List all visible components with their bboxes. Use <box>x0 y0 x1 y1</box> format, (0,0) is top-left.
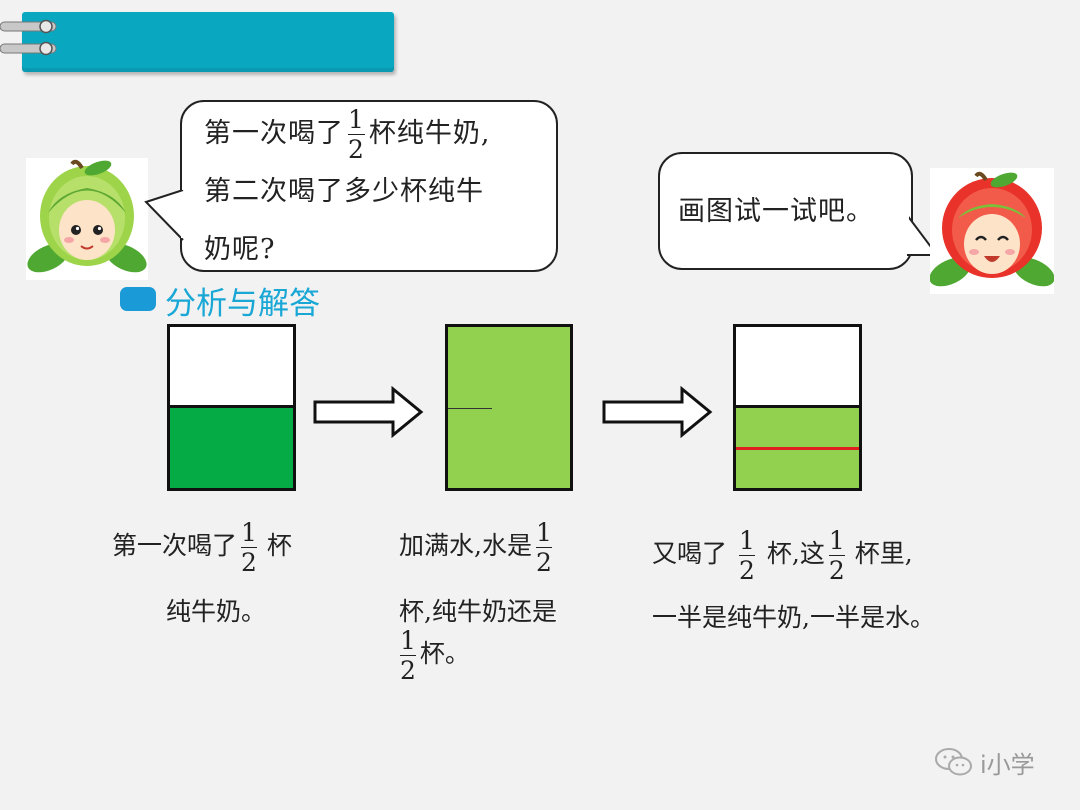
step-text: 第一次喝了 <box>112 531 238 560</box>
fraction-denominator: 2 <box>535 548 552 577</box>
half-mark-line <box>448 408 492 409</box>
milk-fill <box>170 404 293 488</box>
step-1-line2: 纯牛奶。 <box>166 597 267 626</box>
speech-bubble-right: 画图试一试吧。 <box>658 152 913 270</box>
step-3-line2: 一半是纯牛奶,一半是水。 <box>652 603 935 632</box>
fraction-denominator: 2 <box>739 556 755 585</box>
speech-left-text: 第一次喝了 <box>204 118 344 149</box>
fraction-numerator: 1 <box>828 526 845 555</box>
speech-left-line3: 奶呢? <box>204 234 276 265</box>
section-title: 分析与解答 <box>165 286 320 322</box>
milk-water-divider <box>736 447 859 450</box>
header-bar <box>22 12 394 72</box>
cup-step-2 <box>445 324 573 491</box>
green-apple-character <box>26 158 148 280</box>
speech-tail-left <box>144 190 186 241</box>
step-text: 杯里, <box>854 539 913 568</box>
step-text: 加满水,水是 <box>399 531 532 560</box>
step-2-line2: 杯,纯牛奶还是 <box>399 597 557 626</box>
arrow-right-icon <box>313 386 424 438</box>
speech-left-line2: 第二次喝了多少杯纯牛 <box>204 176 484 207</box>
fraction-numerator: 1 <box>739 526 755 555</box>
fraction-numerator: 1 <box>400 626 416 655</box>
binder-rings-icon <box>0 19 57 56</box>
red-apple-character <box>930 168 1054 294</box>
step-text: 杯,这 <box>766 539 825 568</box>
step-text: 杯。 <box>419 639 470 668</box>
arrow-right-icon <box>602 386 713 438</box>
fraction-numerator: 1 <box>535 518 552 547</box>
mixture-fill <box>736 404 859 488</box>
fraction-numerator: 1 <box>348 105 365 134</box>
step-text: 又喝了 <box>652 539 728 568</box>
fraction-denominator: 2 <box>241 548 257 577</box>
cup-step-3 <box>733 324 862 491</box>
section-marker-icon <box>120 287 156 311</box>
watermark-text: i小学 <box>980 751 1035 779</box>
fraction-numerator: 1 <box>241 518 257 547</box>
fraction-denominator: 2 <box>828 556 845 585</box>
mixture-fill <box>448 327 570 488</box>
wechat-icon <box>935 748 972 776</box>
fraction-denominator: 2 <box>400 656 416 685</box>
fraction-denominator: 2 <box>348 135 365 164</box>
speech-right-text: 画图试一试吧。 <box>678 196 874 227</box>
speech-left-text: 杯纯牛奶, <box>368 118 491 149</box>
step-text: 杯 <box>266 531 292 560</box>
cup-step-1 <box>167 324 296 491</box>
